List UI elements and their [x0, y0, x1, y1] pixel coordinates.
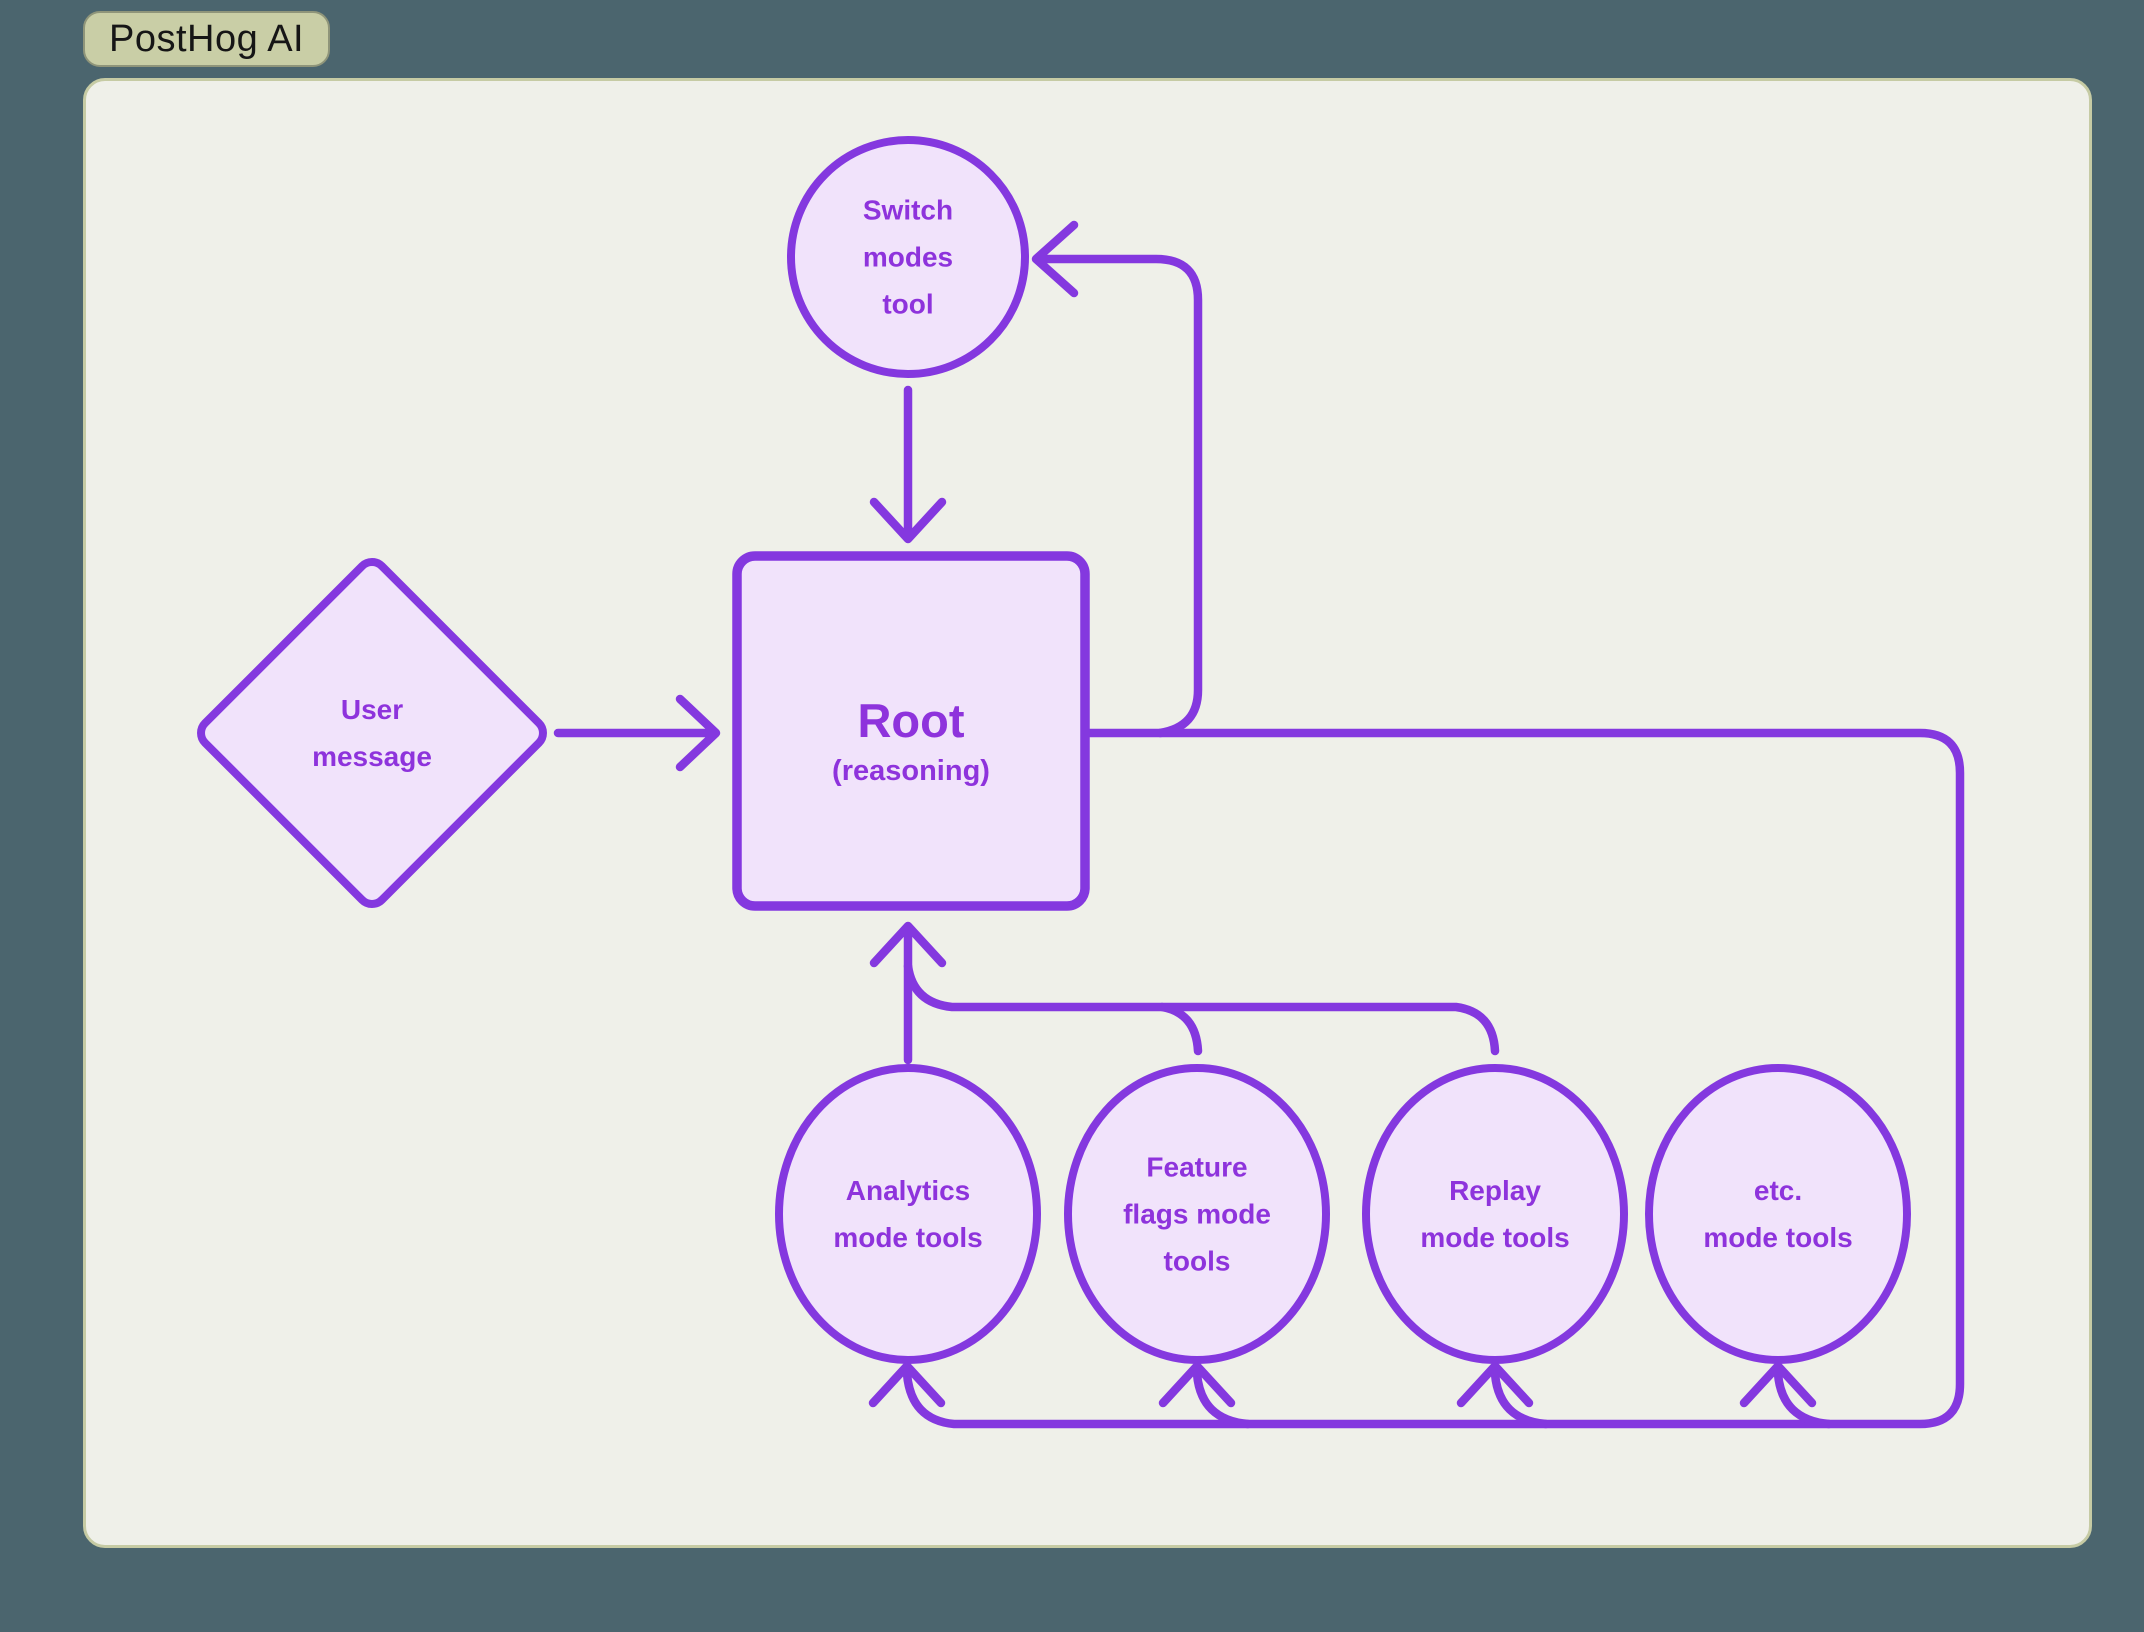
root-subtitle: (reasoning) — [832, 755, 990, 787]
edge-tools-to-root-rail — [903, 961, 1500, 1056]
label-line: modes — [862, 241, 954, 273]
label-line: Replay — [1449, 1175, 1541, 1206]
label-line: Switch — [862, 194, 954, 226]
label-line: Analytics — [845, 1175, 971, 1206]
edge-root-to-tools-loop — [868, 728, 1965, 1429]
switch-modes-tool-node — [787, 136, 1029, 378]
label-line: Feature — [1146, 1151, 1248, 1183]
feature-flags-label: Feature flags mode tools — [1123, 1144, 1271, 1285]
root-label: Root (reasoning) — [832, 694, 990, 794]
edge-loop-arrow-etc — [1739, 1361, 1834, 1429]
replay-label: Replay mode tools — [1420, 1167, 1569, 1261]
etc-node — [1645, 1064, 1911, 1364]
root-title: Root — [857, 694, 965, 747]
edge-switch-to-root — [869, 385, 947, 544]
user-message-label: User message — [312, 686, 432, 780]
user-message-node — [197, 558, 547, 908]
label-line: tool — [882, 288, 934, 320]
edge-root-to-switch — [1031, 220, 1203, 738]
root-node — [732, 551, 1090, 911]
posthog-ai-badge-label: PostHog AI — [109, 17, 305, 60]
switch-modes-tool-label: Switch modes tool — [863, 187, 953, 328]
edge-loop-arrow-feature-flags — [1158, 1361, 1253, 1429]
edge-tools-to-root-arrow — [869, 921, 947, 1065]
replay-node — [1362, 1064, 1628, 1364]
analytics-node — [775, 1064, 1041, 1364]
edge-user-to-root — [553, 694, 721, 772]
posthog-ai-badge: PostHog AI — [83, 11, 331, 67]
label-line: tools — [1163, 1245, 1231, 1277]
edge-loop-arrow-replay — [1456, 1361, 1551, 1429]
feature-flags-node — [1064, 1064, 1330, 1364]
label-line: message — [312, 741, 432, 772]
label-line: mode tools — [1420, 1222, 1570, 1253]
label-line: etc. — [1753, 1175, 1803, 1206]
label-line: User — [340, 694, 404, 725]
label-line: flags mode — [1123, 1198, 1271, 1230]
label-line: mode tools — [833, 1222, 983, 1253]
edge-feature-flags-to-rail — [1157, 1002, 1203, 1056]
analytics-label: Analytics mode tools — [833, 1167, 982, 1261]
etc-label: etc. mode tools — [1703, 1167, 1852, 1261]
label-line: mode tools — [1703, 1222, 1853, 1253]
